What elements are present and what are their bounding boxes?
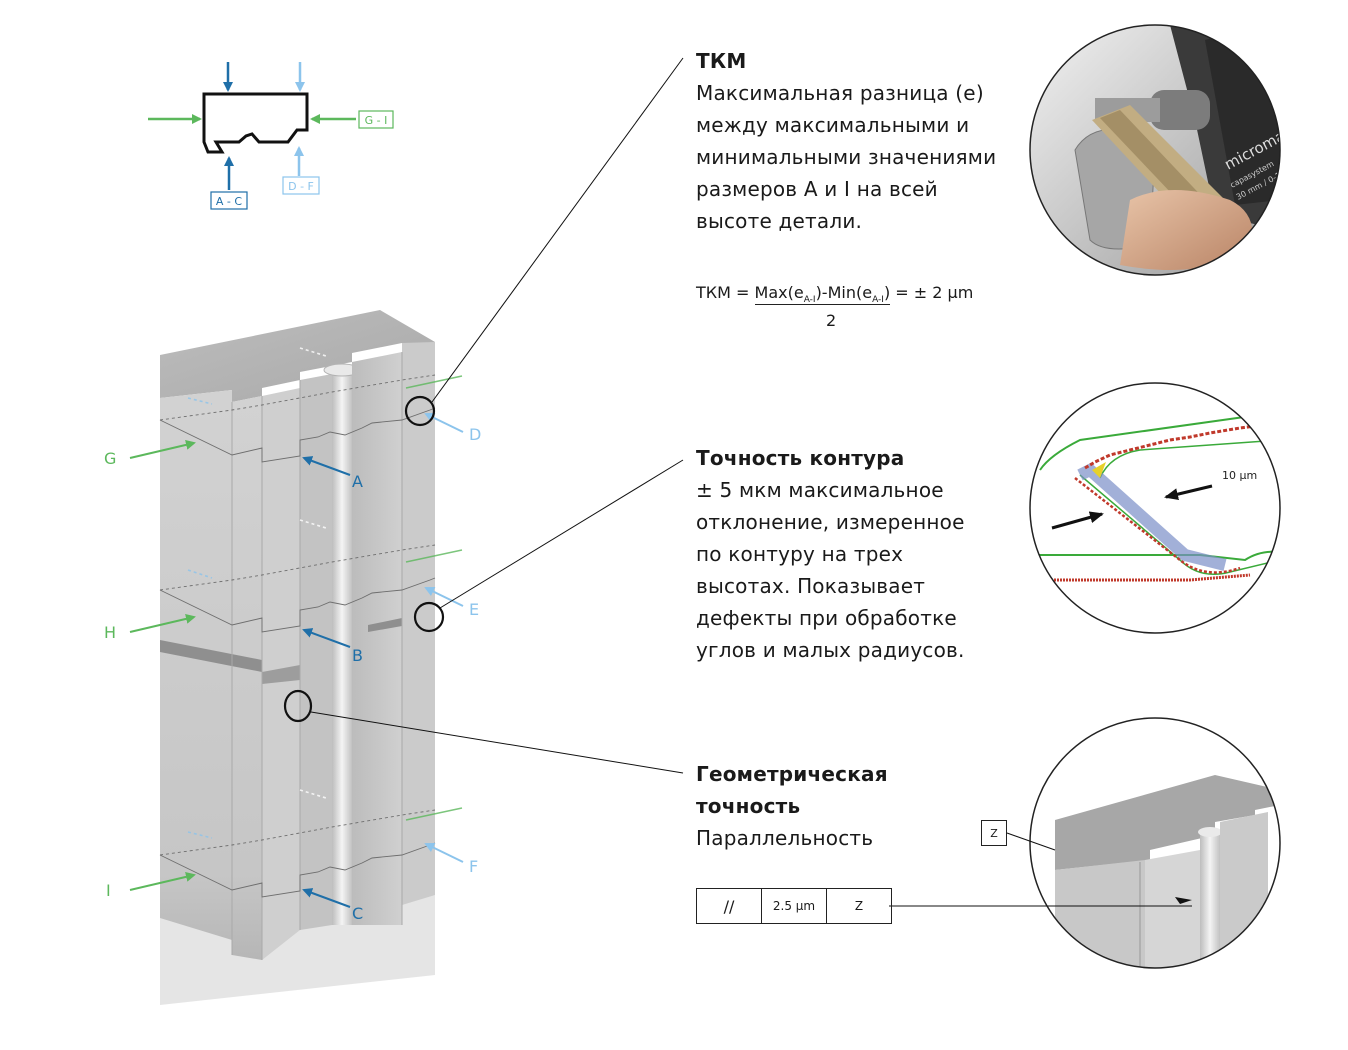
tol-value: 2.5 µm <box>762 889 827 923</box>
callout-circle-tkm <box>404 395 436 427</box>
section-outlines <box>159 374 436 898</box>
formula-denominator: 2 <box>826 311 837 330</box>
parallelism-detail <box>1029 717 1281 969</box>
block-right-side <box>402 342 435 905</box>
label-b: B <box>352 646 363 665</box>
tol-datum: Z <box>854 899 864 913</box>
parallelism-tolerance-frame: // 2.5 µm Z <box>696 888 892 924</box>
block-letter-labels: G H I A B C D E F <box>104 425 481 923</box>
label-i: I <box>106 881 111 900</box>
tkm-line-4: размеров А и I на всей <box>696 177 938 201</box>
label-h: H <box>104 623 116 642</box>
formula-numerator: Max(eA-I)-Min(eA-I) <box>754 283 891 306</box>
label-c: C <box>352 904 363 923</box>
tkm-heading: ТКМ <box>696 49 747 73</box>
leader-contour <box>439 459 684 609</box>
leader-geometric <box>310 711 684 774</box>
box-df <box>282 176 320 195</box>
geometric-line: Параллельность <box>696 826 874 850</box>
cut-gap-mid <box>262 665 300 684</box>
tkm-formula: ТКМ = Max(eA-I)-Min(eA-I) = ± 2 µm <box>696 283 973 305</box>
contour-text: Точность контура ± 5 мкм максимальное от… <box>696 442 965 666</box>
contour-measure-label: 10 µm <box>1222 469 1257 482</box>
cut-gap-left <box>160 640 262 672</box>
tol-symbol: // <box>697 889 762 923</box>
datum-z-box: Z <box>981 820 1007 846</box>
formula-rhs: = ± 2 µm <box>890 283 974 302</box>
tkm-line-2: между максимальными и <box>696 113 970 137</box>
label-f: F <box>469 857 478 876</box>
formula-lhs: ТКМ = <box>696 283 755 302</box>
label-a: A <box>352 472 363 491</box>
workpiece-3d-block <box>159 310 463 1005</box>
contour-line-4: высотах. Показывает <box>696 574 926 598</box>
leader-tkm <box>431 57 684 403</box>
tkm-text: ТКМ Максимальная разница (e) между макси… <box>696 45 996 237</box>
datum-leader <box>1006 832 1056 851</box>
box-ac <box>210 191 248 210</box>
cut-gap-right <box>368 618 402 632</box>
label-d: D <box>469 425 481 444</box>
label-df: D - F <box>288 180 314 193</box>
box-gi <box>358 110 394 129</box>
profile-outline <box>202 92 309 154</box>
label-ac: A - C <box>216 195 242 208</box>
contour-line-6: углов и малых радиусов. <box>696 638 965 662</box>
contour-deviation-plot: 10 µm <box>1029 382 1281 634</box>
block-inner-wall <box>300 374 332 930</box>
micrometer-photo: microma capasystem 30 mm / 0-1 <box>1029 24 1281 276</box>
callout-circle-contour <box>413 601 445 633</box>
geometric-heading-1: Геометрическая <box>696 762 888 786</box>
contour-line-3: по контуру на трех <box>696 542 904 566</box>
tkm-line-1: Максимальная разница (e) <box>696 81 984 105</box>
geometric-text: Геометрическая точность Параллельность <box>696 758 888 854</box>
block-top-face <box>160 310 435 402</box>
cross-section-schematic: G - I A - C D - F <box>148 62 394 210</box>
label-gi: G - I <box>365 114 388 127</box>
label-g: G <box>104 449 116 468</box>
contour-line-2: отклонение, измеренное <box>696 510 965 534</box>
block-right-front <box>352 352 402 925</box>
label-e: E <box>469 600 479 619</box>
contour-heading: Точность контура <box>696 446 905 470</box>
callouts <box>283 57 684 774</box>
block-front-left <box>160 390 262 960</box>
tkm-line-5: высоте детали. <box>696 209 863 233</box>
tkm-line-3: минимальными значениями <box>696 145 997 169</box>
contour-line-5: дефекты при обработке <box>696 606 957 630</box>
pin-cylinder <box>332 370 352 925</box>
contour-line-1: ± 5 мкм максимальное <box>696 478 944 502</box>
callout-circle-geometric <box>283 689 313 723</box>
geometric-heading-2: точность <box>696 794 801 818</box>
